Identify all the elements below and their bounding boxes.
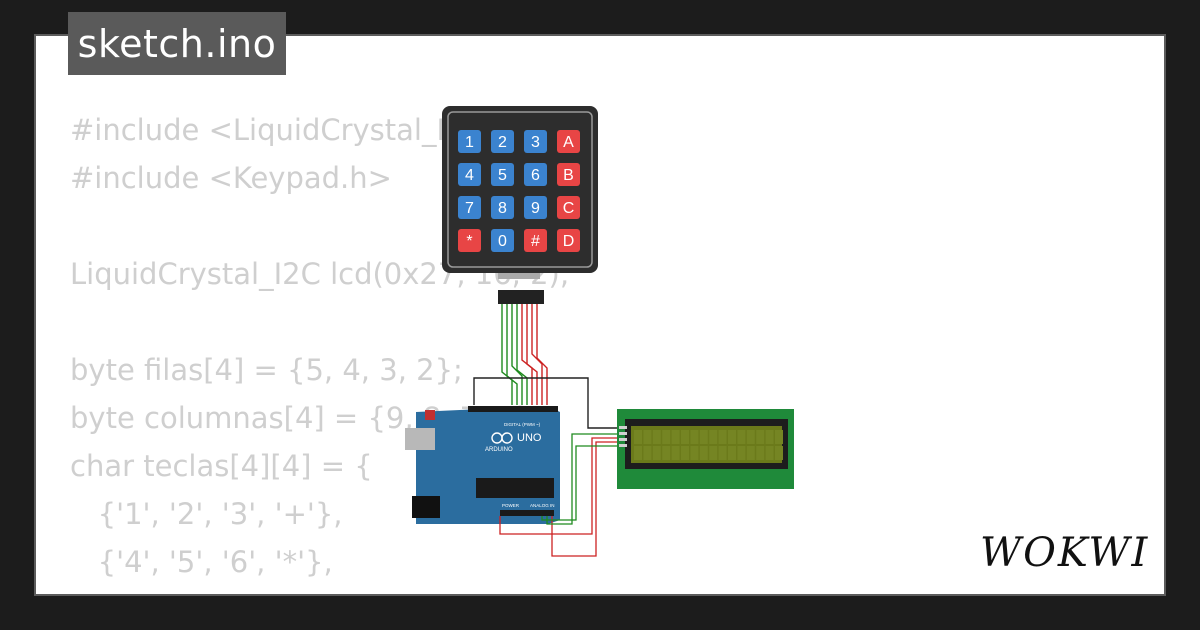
- keypad-key[interactable]: [458, 196, 481, 219]
- lcd-cell: [634, 430, 642, 444]
- lcd-cell: [662, 446, 671, 460]
- lcd-cell: [681, 446, 689, 460]
- preview-card: #include <LiquidCrystal_I2C.h>#include <…: [34, 34, 1166, 596]
- lcd-cell: [671, 446, 680, 460]
- keypad-key[interactable]: [458, 130, 481, 153]
- keypad-key-label: *: [466, 233, 472, 250]
- power-label: POWER: [502, 503, 520, 508]
- keypad-key[interactable]: [491, 229, 514, 252]
- code-line: #include <Keypad.h>: [70, 161, 392, 195]
- lcd-cell: [737, 430, 746, 444]
- keypad-ribbon: [498, 273, 540, 279]
- lcd-cell: [671, 430, 680, 444]
- keypad-key-label: 5: [498, 167, 507, 184]
- uno-label: UNO: [517, 432, 542, 444]
- lcd-cell: [765, 446, 774, 460]
- analog-header: [500, 510, 554, 516]
- lcd-cell: [709, 430, 718, 444]
- lcd-cell: [681, 430, 689, 444]
- keypad-key-label: 0: [498, 233, 507, 250]
- lcd-cell: [728, 430, 736, 444]
- keypad-key-label: 3: [531, 134, 540, 151]
- code-line: {'1', '2', '3', '+'},: [70, 497, 343, 531]
- lcd-cell: [652, 446, 661, 460]
- keypad-key-label: 8: [498, 200, 507, 217]
- lcd-cell: [728, 446, 736, 460]
- power-jack: [412, 496, 440, 518]
- analog-label: ANALOG IN: [530, 503, 555, 508]
- lcd-cell: [756, 446, 765, 460]
- lcd-display[interactable]: [617, 409, 794, 489]
- lcd-cell: [718, 430, 727, 444]
- lcd-cell: [756, 430, 765, 444]
- keypad-key[interactable]: [557, 130, 580, 153]
- reset-button: [425, 410, 435, 420]
- keypad-key-label: 6: [531, 167, 540, 184]
- code-line: {'7', '8', '9', 'C'},: [70, 586, 570, 594]
- wokwi-logo[interactable]: WOKWI: [976, 524, 1148, 576]
- code-line: char teclas[4][4] = {: [70, 449, 373, 483]
- lcd-cell: [746, 446, 755, 460]
- lcd-cell: [634, 446, 642, 460]
- wokwi-logo-text: WOKWI: [980, 530, 1148, 576]
- lcd-cell: [652, 430, 661, 444]
- keypad-key[interactable]: [557, 196, 580, 219]
- code-line: byte filas[4] = {5, 4, 3, 2};: [70, 353, 463, 387]
- keypad-key[interactable]: [524, 229, 547, 252]
- keypad-key[interactable]: [491, 196, 514, 219]
- keypad-key-label: 4: [465, 167, 474, 184]
- lcd-cell: [690, 430, 699, 444]
- keypad-key-label: 1: [465, 134, 474, 151]
- arduino-uno[interactable]: UNO ARDUINO DIGITAL (PWM ~) ANALOG IN PO…: [405, 406, 560, 524]
- keypad-key[interactable]: [557, 229, 580, 252]
- keypad-key[interactable]: [557, 163, 580, 186]
- keypad-key-label: C: [563, 200, 575, 217]
- keypad-key[interactable]: [524, 196, 547, 219]
- microcontroller-chip: [476, 478, 554, 498]
- keypad-key-label: 9: [531, 200, 540, 217]
- keypad-key[interactable]: [458, 229, 481, 252]
- lcd-cell: [662, 430, 671, 444]
- keypad-wires: [473, 304, 620, 429]
- lcd-cells: [634, 430, 783, 460]
- arduino-label: ARDUINO: [485, 447, 513, 453]
- keypad-key-label: #: [531, 233, 540, 250]
- keypad-bezel: [447, 111, 593, 268]
- code-line: {'4', '5', '6', '*'},: [70, 545, 333, 579]
- keypad-key-label: 2: [498, 134, 507, 151]
- lcd-cell: [718, 446, 727, 460]
- lcd-cell: [643, 446, 652, 460]
- lcd-wires: [499, 433, 620, 557]
- keypad-keys[interactable]: 1 2 3 A 4 5 6 B 7 8 9 C * 0 # D: [458, 130, 580, 252]
- keypad-key-label: A: [563, 134, 574, 151]
- lcd-cell: [775, 446, 783, 460]
- keypad-key-label: D: [563, 233, 575, 250]
- keypad-key-label: 7: [465, 200, 474, 217]
- lcd-cell: [746, 430, 755, 444]
- keypad-key[interactable]: [524, 130, 547, 153]
- lcd-pins: [619, 426, 627, 447]
- keypad-key[interactable]: [491, 130, 514, 153]
- lcd-cell: [699, 430, 708, 444]
- lcd-cell: [775, 430, 783, 444]
- keypad-key-label: B: [563, 167, 574, 184]
- keypad-connector: [498, 290, 544, 304]
- lcd-cell: [643, 430, 652, 444]
- lcd-cell: [709, 446, 718, 460]
- keypad[interactable]: 1 2 3 A 4 5 6 B 7 8 9 C * 0 # D: [442, 106, 598, 304]
- lcd-cell: [699, 446, 708, 460]
- keypad-key[interactable]: [458, 163, 481, 186]
- file-tab[interactable]: sketch.ino: [68, 12, 286, 75]
- keypad-key[interactable]: [491, 163, 514, 186]
- lcd-cell: [765, 430, 774, 444]
- lcd-cell: [690, 446, 699, 460]
- keypad-key[interactable]: [524, 163, 547, 186]
- digital-label: DIGITAL (PWM ~): [504, 422, 541, 427]
- usb-port: [405, 428, 435, 450]
- digital-header: [468, 406, 558, 412]
- lcd-cell: [737, 446, 746, 460]
